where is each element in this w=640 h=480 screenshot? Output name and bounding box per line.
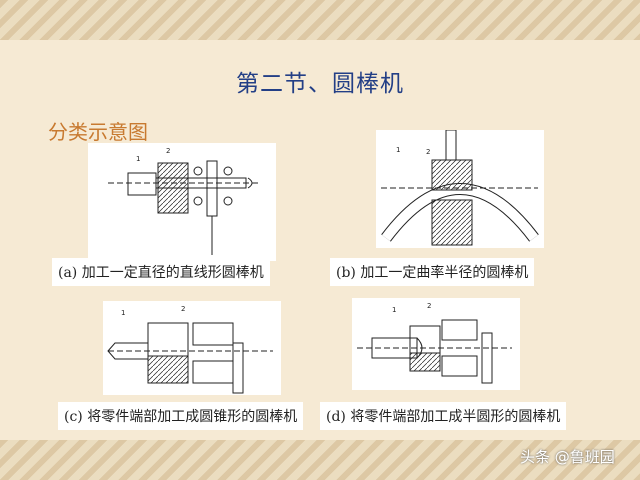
figure-d-caption: (d) 将零件端部加工成半圆形的圆棒机 (320, 402, 567, 430)
label-1: 1 (392, 306, 396, 314)
figure-c-caption: (c) 将零件端部加工成圆锥形的圆棒机 (58, 402, 304, 430)
label-1: 1 (121, 309, 125, 317)
label-1: 1 (396, 146, 400, 154)
slide-subtitle: 分类示意图 (48, 120, 148, 144)
figure-d-diagram: 1 2 (352, 298, 520, 390)
label-2: 2 (427, 302, 431, 310)
watermark: 头条 @鲁班园 (520, 448, 615, 466)
figure-b-caption: (b) 加工一定曲率半径的圆棒机 (330, 258, 535, 286)
decorative-top-border (0, 0, 640, 40)
decorative-bottom-border (0, 440, 640, 480)
label-2: 2 (181, 305, 185, 313)
figure-a-diagram: 1 2 (88, 143, 276, 261)
slide-title: 第二节、圆棒机 (236, 71, 404, 97)
figure-b-diagram: 1 2 (376, 130, 544, 248)
label-2: 2 (166, 147, 170, 155)
label-1: 1 (136, 155, 140, 163)
label-2: 2 (426, 148, 430, 156)
figure-a-caption: (a) 加工一定直径的直线形圆棒机 (52, 258, 270, 286)
figure-c-diagram: 1 2 (103, 301, 281, 395)
